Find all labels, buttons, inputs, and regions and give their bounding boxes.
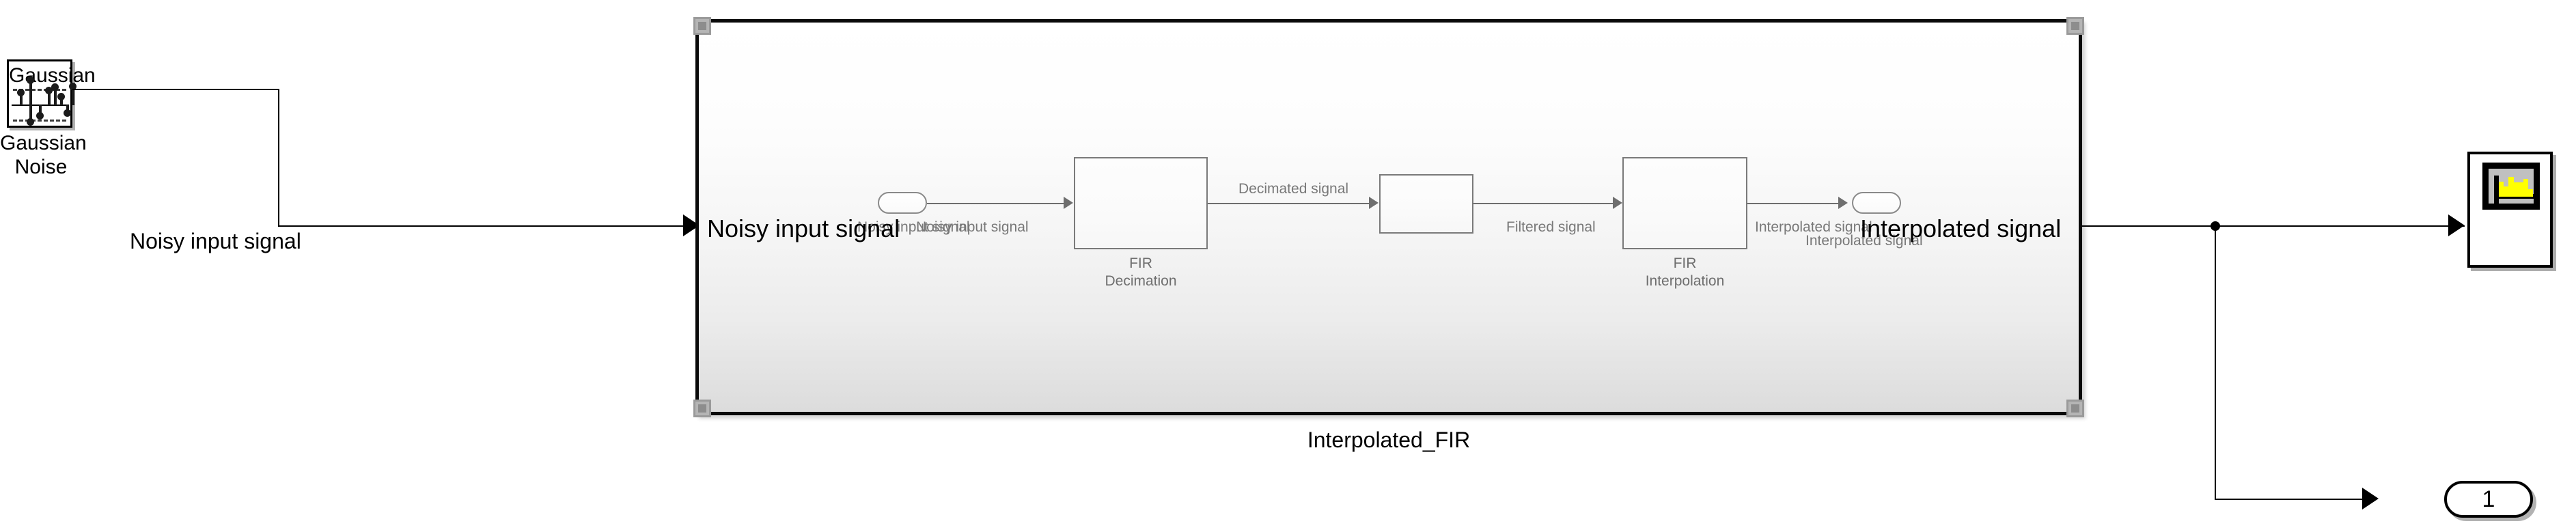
scope-axis-vertical — [2494, 176, 2499, 204]
wire-subsystem-to-scope[interactable] — [2082, 225, 2465, 227]
fir-interpolation-block[interactable] — [1622, 157, 1747, 249]
fir-decimation-block[interactable] — [1074, 157, 1208, 249]
scope-bar — [2514, 182, 2519, 197]
middle-filter-block[interactable] — [1379, 174, 1473, 234]
inner-arrow-to-fir-interpolation — [1613, 197, 1622, 209]
gaussian-lower-dash-line — [13, 120, 66, 122]
inner-signal-label-noisy-input: Noisy input signal — [916, 219, 1029, 235]
scope-bar — [2504, 186, 2508, 197]
gaussian-stem-dot — [51, 83, 59, 91]
inner-outport-block[interactable] — [1852, 192, 1901, 214]
inner-signal-label-interpolated: Interpolated signal — [1755, 219, 1872, 235]
gaussian-stem — [29, 79, 32, 105]
gaussian-upper-dash-line — [13, 89, 66, 91]
inner-outport-name: Interpolated signal — [1805, 233, 1923, 249]
selection-handle-bottom-right[interactable] — [2066, 400, 2084, 417]
inner-wire-filtered-signal[interactable] — [1473, 203, 1613, 204]
inner-inport-name: Noisy input signal — [857, 219, 970, 235]
inner-wire-noisy-input[interactable] — [927, 203, 1064, 204]
gaussian-stem-dot — [17, 89, 25, 96]
selection-handle-top-left[interactable] — [693, 17, 711, 35]
arrow-into-scope — [2448, 214, 2465, 236]
gaussian-stem — [20, 92, 23, 105]
scope-bar — [2508, 177, 2514, 197]
gaussian-stem-dot — [69, 83, 77, 90]
inner-signal-label-decimated: Decimated signal — [1238, 181, 1349, 197]
gaussian-stem — [54, 86, 57, 105]
inner-signal-label-filtered: Filtered signal — [1506, 219, 1596, 235]
arrow-into-outport — [2362, 488, 2379, 510]
scope-bar — [2528, 189, 2533, 197]
wire-source-to-subsystem-riser[interactable] — [278, 89, 279, 225]
gaussian-stem-dot — [64, 109, 71, 117]
wire-branch-to-outport[interactable] — [2215, 499, 2366, 500]
gaussian-stem — [39, 104, 42, 115]
outport-1-label: 1 — [2482, 486, 2495, 512]
fir-decimation-label: FIR Decimation — [1105, 255, 1177, 289]
gaussian-stem-dot — [45, 87, 53, 94]
gaussian-stem-dot — [27, 76, 34, 84]
subsystem-input-port-label: Noisy input signal — [707, 214, 900, 242]
wire-to-subsystem-inport[interactable] — [278, 225, 686, 227]
inner-arrow-to-outport — [1838, 197, 1848, 209]
gaussian-noise-block[interactable]: Gaussian — [7, 59, 96, 128]
scope-bar — [2523, 179, 2528, 197]
gaussian-stem-dot — [57, 93, 65, 100]
wire-branch-down[interactable] — [2215, 226, 2216, 499]
gaussian-stem — [60, 96, 63, 105]
gaussian-stem-dot — [36, 112, 44, 120]
inner-arrow-to-middle-filter — [1369, 197, 1379, 209]
outport-1-block[interactable]: 1 — [2444, 481, 2533, 518]
selection-handle-top-right[interactable] — [2066, 17, 2084, 35]
inner-arrow-to-fir-decimation — [1064, 197, 1073, 209]
gaussian-stem — [66, 104, 69, 112]
scope-screen — [2482, 163, 2540, 210]
fir-interpolation-label: FIR Interpolation — [1645, 255, 1725, 289]
gaussian-stem — [48, 89, 51, 105]
selection-handle-bottom-left[interactable] — [693, 400, 711, 417]
gaussian-stem — [29, 104, 32, 121]
inner-inport-block[interactable] — [878, 192, 927, 214]
wire-source-to-subsystem[interactable] — [72, 89, 279, 90]
interpolated-fir-subsystem[interactable]: Noisy input signal Noisy input signal FI… — [693, 17, 2084, 417]
subsystem-caption: Interpolated_FIR — [1307, 428, 1471, 452]
subsystem-output-port-label: Interpolated signal — [1860, 214, 2062, 242]
scope-block[interactable] — [2467, 152, 2553, 268]
gaussian-stem — [72, 85, 74, 105]
gaussian-noise-icon-title: Gaussian — [9, 64, 96, 87]
inner-wire-interpolated-signal[interactable] — [1747, 203, 1838, 204]
gaussian-stem-dot — [27, 118, 34, 126]
scope-bar — [2519, 182, 2523, 197]
inner-wire-decimated-signal[interactable] — [1208, 203, 1369, 204]
gaussian-noise-caption: Gaussian Noise — [0, 132, 87, 179]
main-wire-label: Noisy input signal — [130, 229, 301, 253]
scope-bar — [2499, 182, 2504, 197]
